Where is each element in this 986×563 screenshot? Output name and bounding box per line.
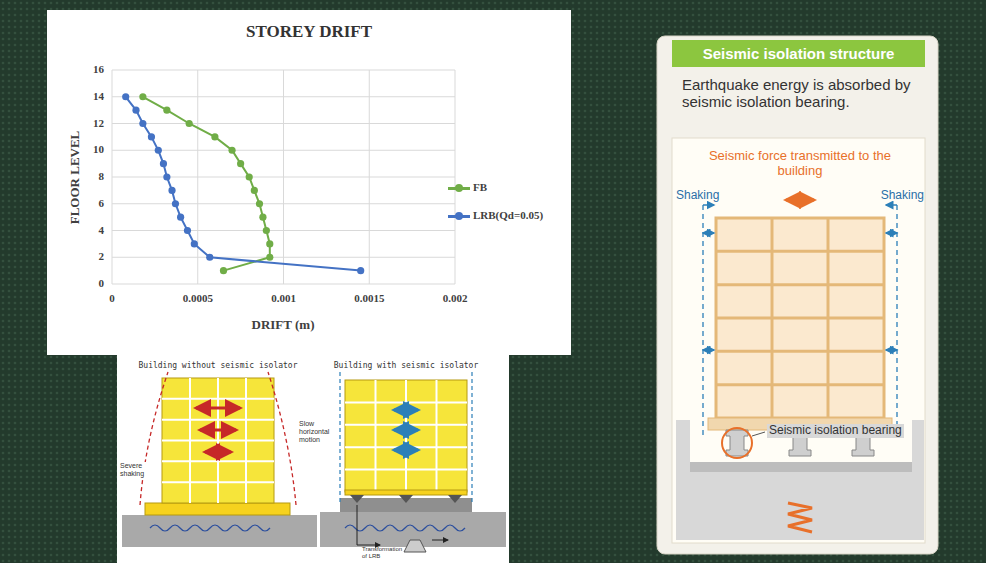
series-point <box>211 133 218 140</box>
series-point <box>163 107 170 114</box>
axis-tick: 0.0005 <box>168 292 228 305</box>
series-line <box>126 97 361 271</box>
axis-tick: 0 <box>74 277 104 290</box>
series-point <box>139 93 146 100</box>
right-panel <box>657 36 938 554</box>
axis-tick: 0 <box>82 292 142 305</box>
bearing-label: Seismic isolation bearing <box>767 424 904 438</box>
axis-tick: 14 <box>74 90 104 103</box>
series-point <box>132 107 139 114</box>
series-point <box>237 160 244 167</box>
series-point <box>155 147 162 154</box>
shaking-label: Shaking <box>676 189 732 203</box>
frame-line <box>375 380 377 492</box>
axis-tick: 4 <box>74 224 104 237</box>
series-point <box>259 214 266 221</box>
series-point <box>246 173 253 180</box>
series-point <box>184 227 191 234</box>
grid-line <box>112 70 113 284</box>
illustration-caption: Building without seismic isolator <box>128 361 308 370</box>
callout-label: Slow horizontal motion <box>299 420 339 444</box>
legend-dot <box>455 184 463 192</box>
frame-line <box>716 283 884 286</box>
header-text: Seismic isolation structure <box>672 45 925 62</box>
series-point <box>228 147 235 154</box>
legend-text: FB <box>473 181 569 194</box>
series-point <box>266 254 273 261</box>
axis-tick: 0.002 <box>425 292 485 305</box>
series-point <box>266 240 273 247</box>
series-point <box>256 200 263 207</box>
chart-panel <box>47 10 571 355</box>
series-point <box>191 240 198 247</box>
description-text: Earthquake energy is absorbed by seismic… <box>682 76 918 111</box>
isolated-building <box>676 200 924 540</box>
header-band: Seismic isolation structure <box>672 40 925 67</box>
axis-title: FLOOR LEVEL <box>68 107 83 247</box>
series-point <box>251 187 258 194</box>
series-point <box>139 120 146 127</box>
series-point <box>206 254 213 261</box>
frame-line <box>716 383 884 386</box>
grid-line <box>369 70 370 284</box>
chart-lines <box>122 93 364 274</box>
grid-line <box>197 70 198 284</box>
series-point <box>357 267 364 274</box>
illustration-panel <box>117 355 509 563</box>
force-label: Seismic force transmitted to the buildin… <box>695 149 905 179</box>
series-line <box>143 97 270 271</box>
axis-title: DRIFT (m) <box>203 318 363 333</box>
series-point <box>160 160 167 167</box>
grid-line <box>283 70 284 284</box>
chart-title: STOREY DRIFT <box>159 22 459 42</box>
frame-line <box>162 398 274 400</box>
callout-label: Severe shaking <box>120 462 154 478</box>
series-point <box>220 267 227 274</box>
axis-tick: 0.001 <box>254 292 314 305</box>
building-with-isolator <box>320 372 506 552</box>
series-point <box>263 227 270 234</box>
frame-line <box>716 250 884 253</box>
axis-tick: 12 <box>74 117 104 130</box>
frame-line <box>162 419 274 421</box>
frame-line <box>345 469 467 471</box>
shaking-label: Shaking <box>868 189 924 203</box>
frame-line <box>345 446 467 448</box>
series-point <box>163 173 170 180</box>
series-point <box>172 200 179 207</box>
series-point <box>122 93 129 100</box>
frame-line <box>162 481 274 483</box>
legend-text: LRB(Qd=0.05) <box>473 209 569 222</box>
axis-tick: 0.0015 <box>339 292 399 305</box>
axis-tick: 2 <box>74 250 104 263</box>
illustration-caption: Building with seismic isolator <box>321 361 491 370</box>
grid-line <box>455 70 456 284</box>
frame-line <box>162 440 274 442</box>
series-point <box>148 133 155 140</box>
frame-line <box>345 424 467 426</box>
frame-line <box>716 350 884 353</box>
series-point <box>186 120 193 127</box>
axis-tick: 16 <box>74 63 104 76</box>
frame-line <box>436 380 438 492</box>
legend-dot <box>455 212 463 220</box>
chart-grid <box>112 70 455 284</box>
series-point <box>177 214 184 221</box>
callout-label: Transformation of LRB <box>362 546 406 560</box>
frame-line <box>162 460 274 462</box>
frame-line <box>405 380 407 492</box>
building-without-isolator <box>122 372 317 547</box>
frame-line <box>345 401 467 403</box>
series-point <box>168 187 175 194</box>
frame-line <box>716 317 884 320</box>
inner-panel <box>672 138 925 543</box>
